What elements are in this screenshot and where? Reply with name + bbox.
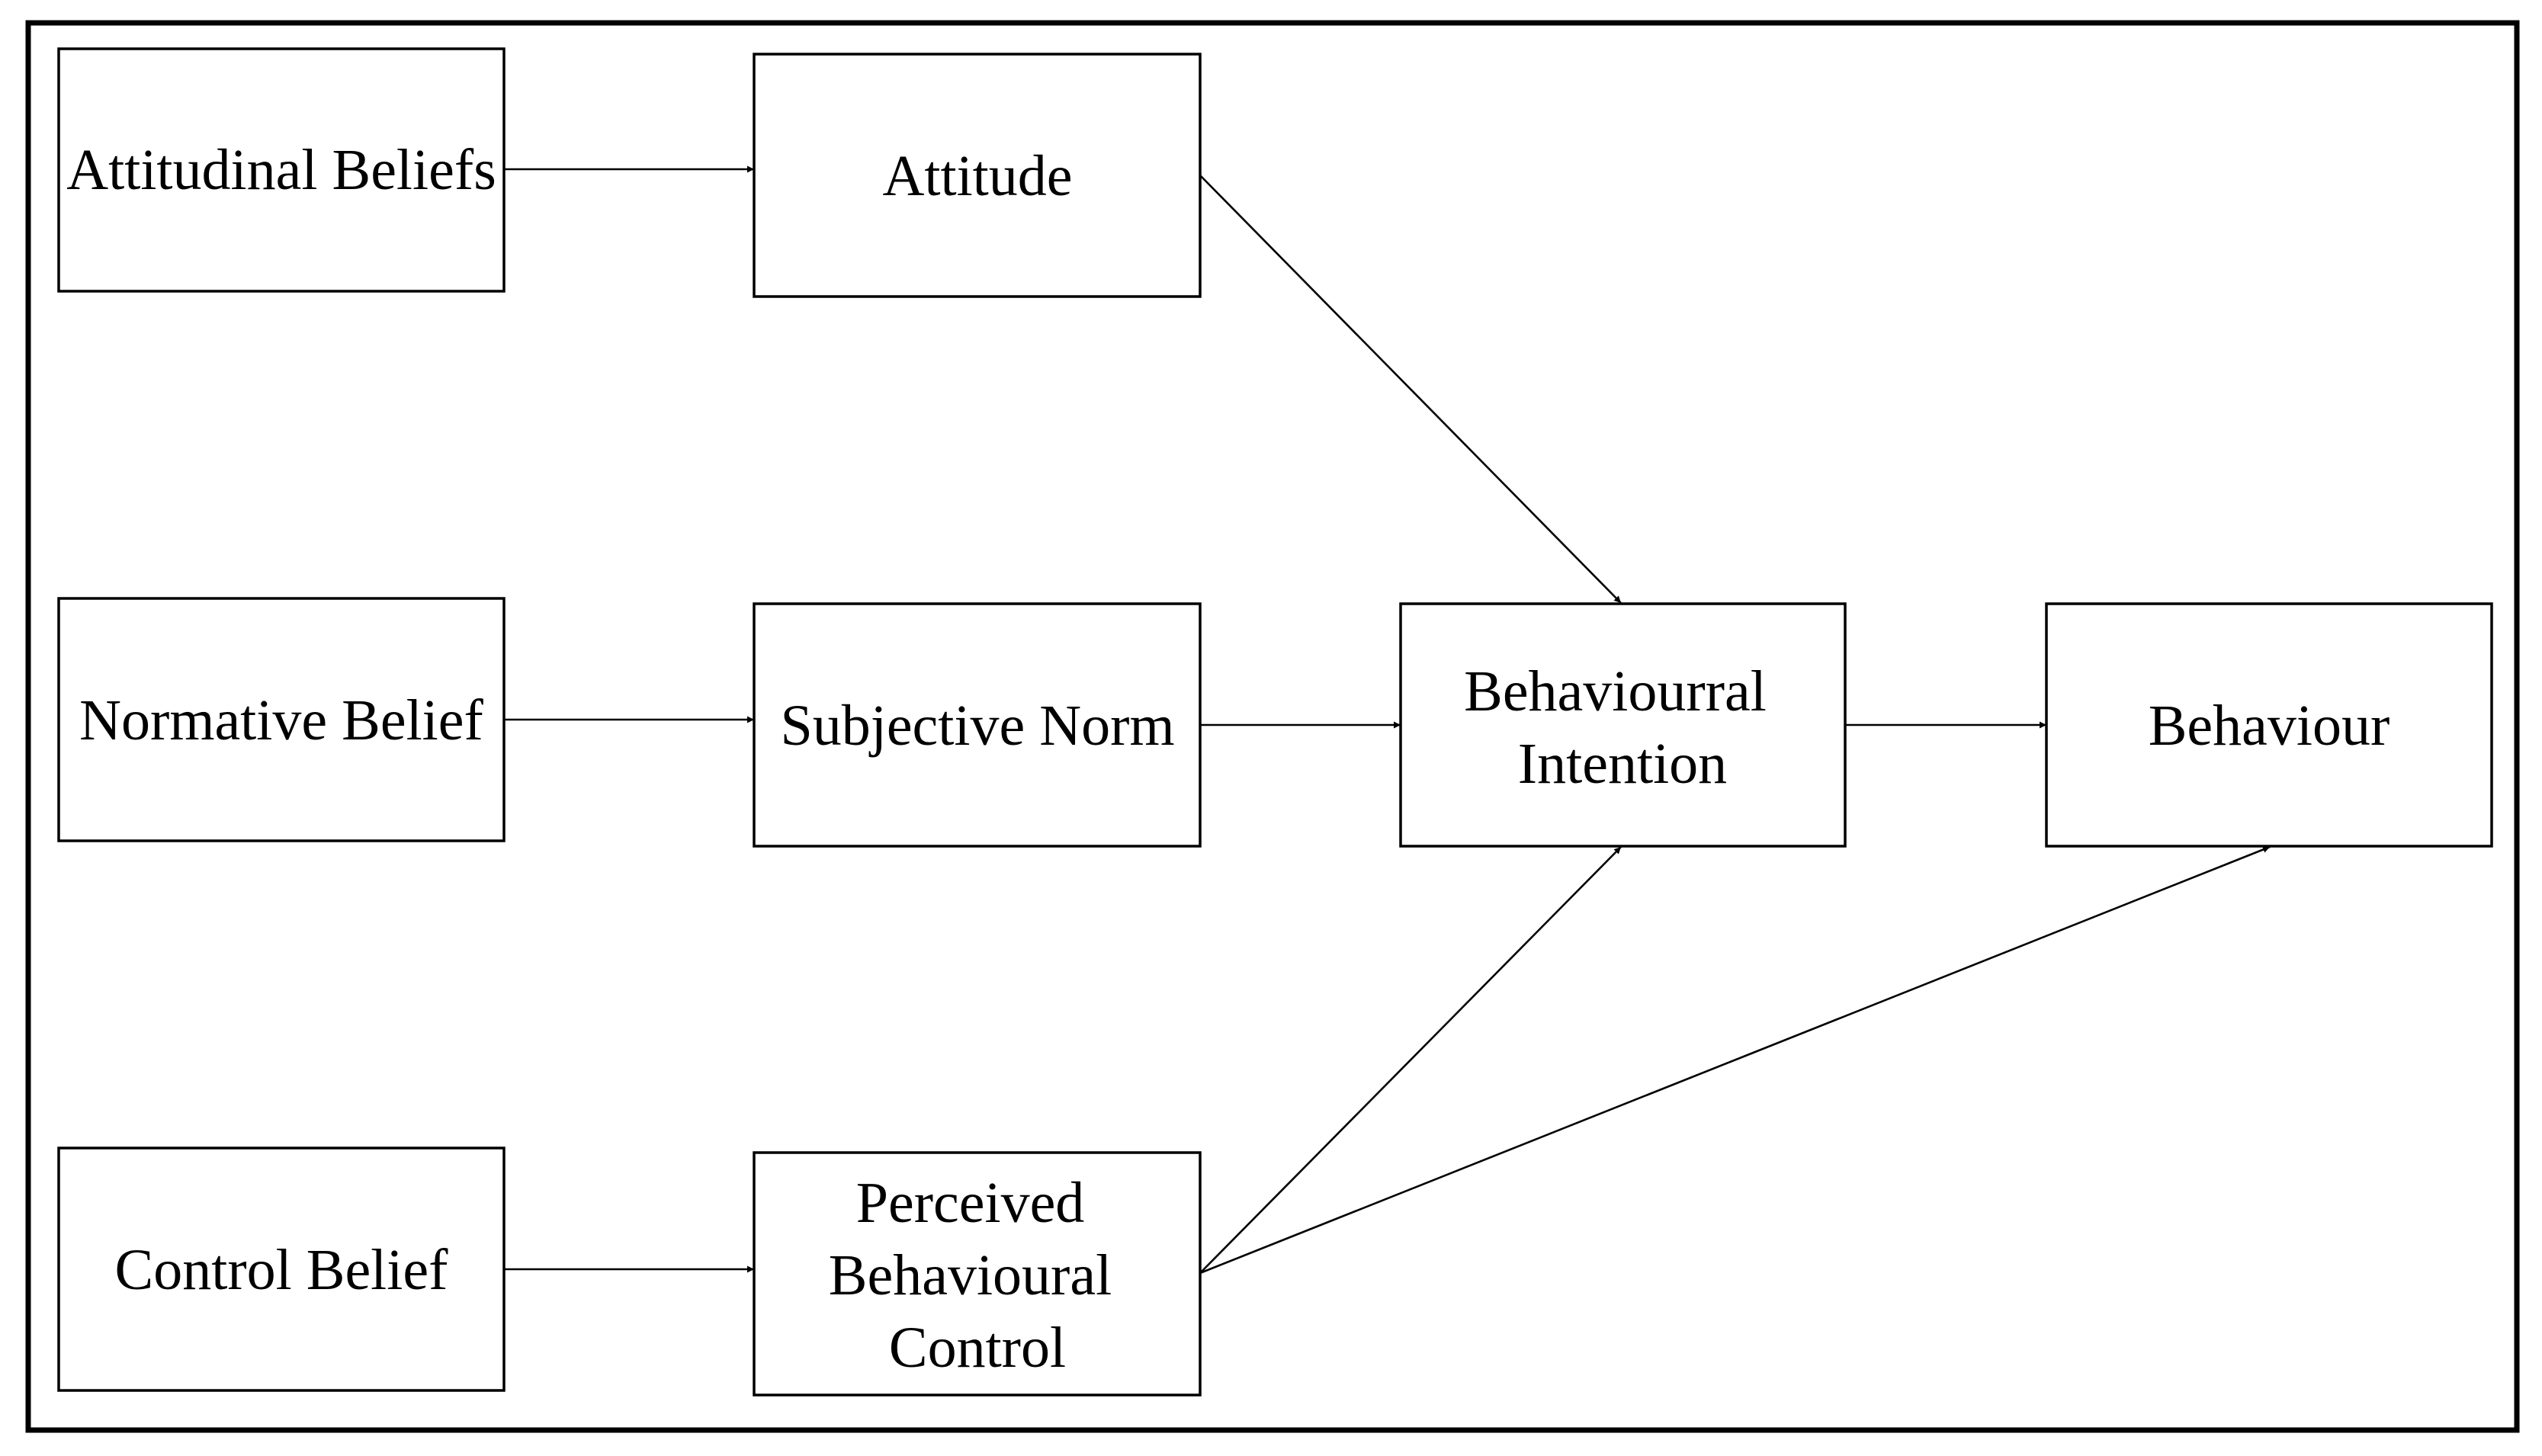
node-box — [753, 53, 1202, 298]
node-box — [57, 597, 506, 842]
node-label-line: Attitude — [882, 144, 1072, 208]
node-box — [753, 1151, 1202, 1397]
node-label: Behaviourral Intention — [1464, 659, 1781, 796]
node-label-line: Attitudinal Beliefs — [66, 138, 496, 202]
outer-frame — [25, 20, 2520, 1433]
node-box — [2045, 602, 2493, 848]
node-attitudinal-beliefs: Attitudinal Beliefs — [57, 47, 506, 293]
edge-perceived-control-to-behaviour — [1199, 845, 2271, 1275]
node-perceived-behavioural-control: Perceived Behavioural Control — [753, 1151, 1202, 1397]
edge-layer — [504, 165, 2271, 1275]
node-label: Normative Belief — [79, 688, 483, 752]
node-subjective-norm: Subjective Norm — [753, 602, 1202, 848]
node-box — [1399, 602, 1847, 848]
node-label-line: Behaviour — [2149, 694, 2390, 758]
edge-attitude-to-intention — [1199, 175, 1622, 604]
node-label: Attitudinal Beliefs — [66, 138, 496, 202]
node-behaviour: Behaviour — [2045, 602, 2493, 848]
edge-perceived-control-to-intention — [1199, 846, 1622, 1274]
node-label: Perceived Behavioural Control — [829, 1171, 1126, 1380]
node-label: Subjective Norm — [780, 694, 1174, 758]
node-label-line: Control Belief — [115, 1238, 449, 1302]
node-label-line: Perceived — [856, 1171, 1085, 1235]
node-normative-belief: Normative Belief — [57, 597, 506, 842]
node-label: Behaviour — [2149, 694, 2390, 758]
node-label-line: Subjective Norm — [780, 694, 1174, 758]
node-label-line: Behavioural — [829, 1243, 1112, 1307]
node-attitude: Attitude — [753, 53, 1202, 298]
node-box — [57, 47, 506, 293]
node-control-belief: Control Belief — [57, 1147, 506, 1392]
node-label-line: Normative Belief — [79, 688, 483, 752]
node-behavioural-intention: Behaviourral Intention — [1399, 602, 1847, 848]
node-label: Control Belief — [115, 1238, 449, 1302]
node-label-line: Intention — [1518, 732, 1727, 796]
node-label-line: Behaviourral — [1464, 659, 1767, 723]
node-label-line: Control — [889, 1316, 1066, 1380]
node-box — [57, 1147, 506, 1392]
node-box — [753, 602, 1202, 848]
node-label: Attitude — [882, 144, 1072, 208]
